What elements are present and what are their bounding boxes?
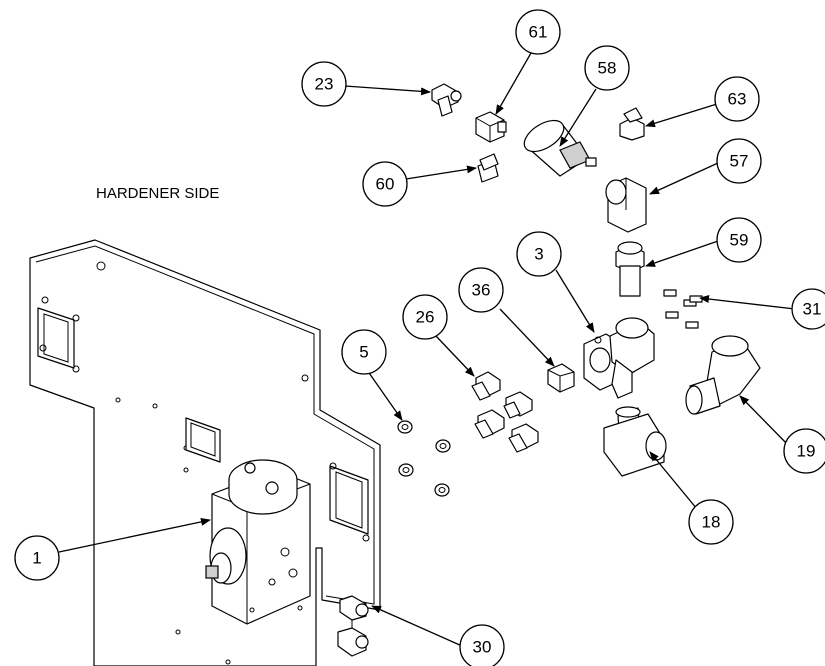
leader-lines xyxy=(58,52,796,647)
hex-fitting xyxy=(605,177,647,233)
washers xyxy=(397,420,451,497)
hex-adapter xyxy=(615,241,645,297)
strainer xyxy=(583,317,655,399)
check-valve xyxy=(523,119,597,177)
svg-text:58: 58 xyxy=(598,59,617,78)
small-screws xyxy=(663,289,703,329)
callout-63: 63 xyxy=(714,76,760,122)
callout-19: 19 xyxy=(783,428,825,474)
callout-59: 59 xyxy=(716,217,762,263)
svg-text:30: 30 xyxy=(473,638,492,657)
callout-23: 23 xyxy=(301,61,347,107)
street-elbow xyxy=(603,406,667,477)
svg-text:5: 5 xyxy=(359,343,368,362)
callout-3: 3 xyxy=(516,231,562,277)
callout-36: 36 xyxy=(458,267,504,313)
svg-text:19: 19 xyxy=(797,442,816,461)
callout-26: 26 xyxy=(402,294,448,340)
square-nut xyxy=(547,363,575,393)
svg-text:57: 57 xyxy=(730,152,749,171)
elbow-block xyxy=(475,111,507,143)
callout-60: 60 xyxy=(362,161,408,207)
callout-61: 61 xyxy=(515,9,561,55)
hex-nipple xyxy=(477,153,499,183)
svg-text:1: 1 xyxy=(32,549,41,568)
push-fittings xyxy=(337,595,369,657)
svg-text:23: 23 xyxy=(315,75,334,94)
male-elbow xyxy=(685,335,761,415)
callout-1: 1 xyxy=(14,535,60,581)
adapter-fitting xyxy=(619,107,645,141)
svg-text:18: 18 xyxy=(702,513,721,532)
tee-fitting xyxy=(431,83,462,117)
svg-text:26: 26 xyxy=(416,308,435,327)
svg-text:3: 3 xyxy=(534,245,543,264)
svg-text:61: 61 xyxy=(529,23,548,42)
diagram-title: HARDENER SIDE xyxy=(96,185,219,202)
callout-30: 30 xyxy=(459,624,505,666)
svg-text:63: 63 xyxy=(728,90,747,109)
svg-text:31: 31 xyxy=(803,300,822,319)
callout-18: 18 xyxy=(688,499,734,545)
svg-text:60: 60 xyxy=(376,175,395,194)
svg-text:59: 59 xyxy=(730,231,749,250)
callout-5: 5 xyxy=(341,329,387,375)
mounting-plate xyxy=(29,239,381,666)
svg-text:36: 36 xyxy=(472,281,491,300)
callout-58: 58 xyxy=(584,45,630,91)
callout-31: 31 xyxy=(791,288,825,330)
valve-block xyxy=(205,459,311,625)
cap-screws xyxy=(471,371,539,453)
callout-57: 57 xyxy=(716,138,762,184)
